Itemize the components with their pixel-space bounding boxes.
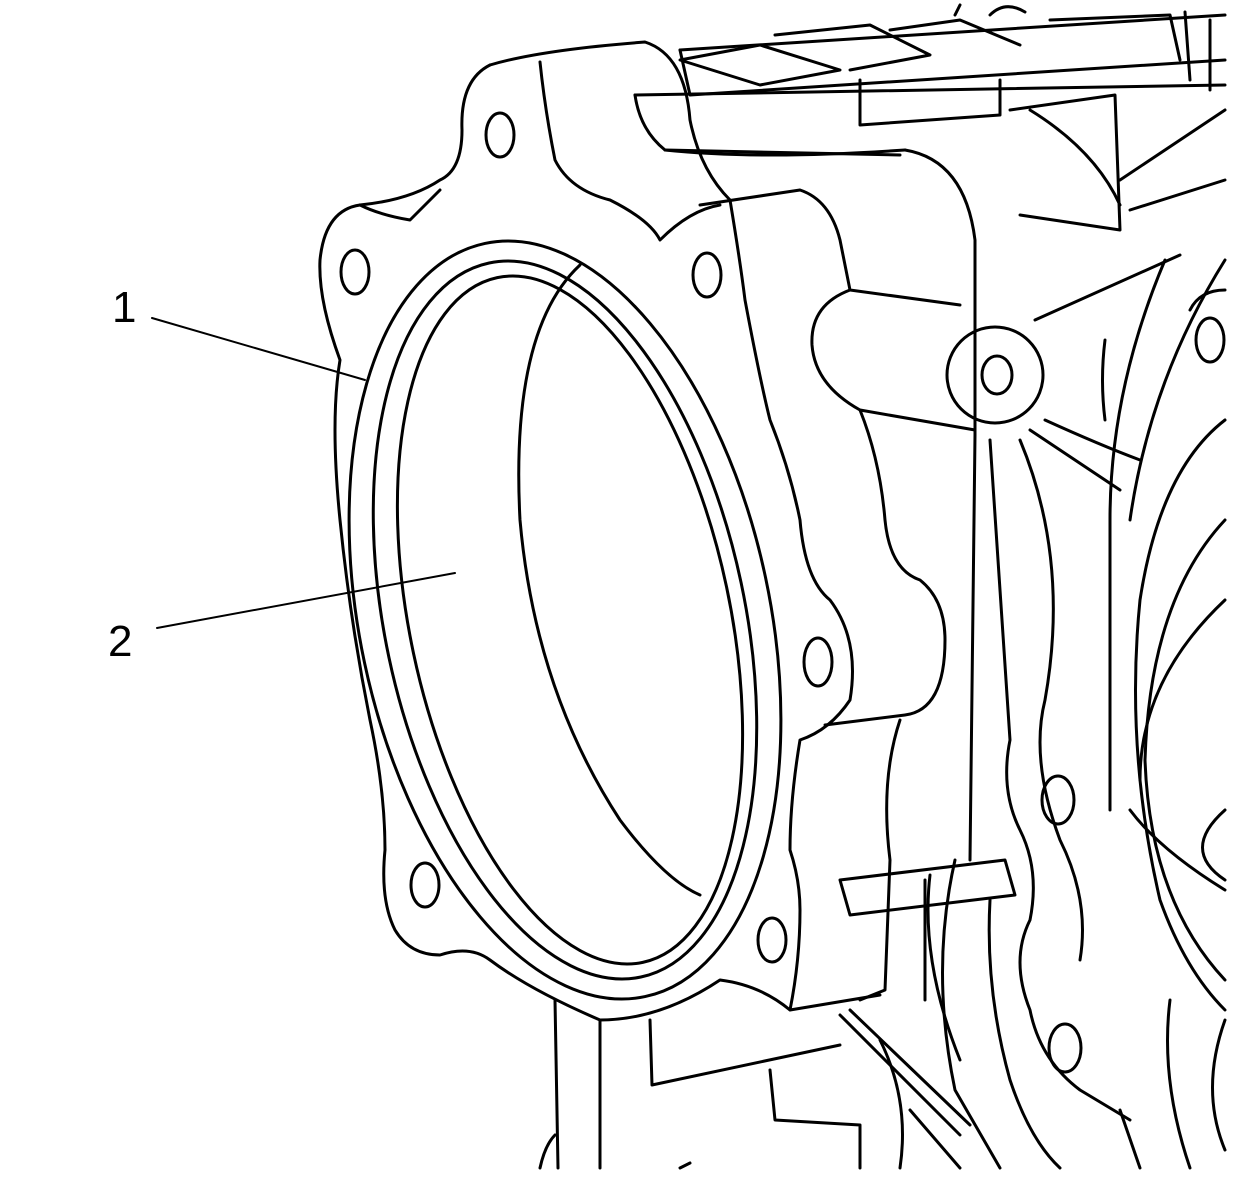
callout-1: 1 [112, 283, 366, 381]
flange-body [318, 40, 977, 1022]
boss-outer [945, 325, 1045, 425]
callout-label-2: 2 [108, 617, 132, 666]
bolt-hole [1047, 1022, 1083, 1074]
bore-opening [347, 239, 783, 1001]
callout-2: 2 [108, 572, 456, 666]
bolt-hole [339, 248, 371, 296]
upper-ribbed-casting [633, 3, 1227, 232]
bolt-hole [802, 636, 834, 688]
bolt-hole [484, 111, 516, 159]
bolt-hole [980, 354, 1014, 396]
callout-label-1: 1 [112, 283, 136, 332]
bolt-hole [1194, 316, 1226, 364]
lower-structure [538, 858, 1017, 1170]
bolt-hole [756, 916, 788, 964]
bolt-hole [1040, 774, 1076, 826]
bolt-holes [339, 111, 1226, 1074]
right-block-casting [926, 253, 1227, 1170]
leader-line-1 [151, 317, 366, 381]
bolt-hole [691, 251, 723, 299]
bolt-hole [409, 861, 441, 909]
leader-line-2 [156, 572, 456, 629]
